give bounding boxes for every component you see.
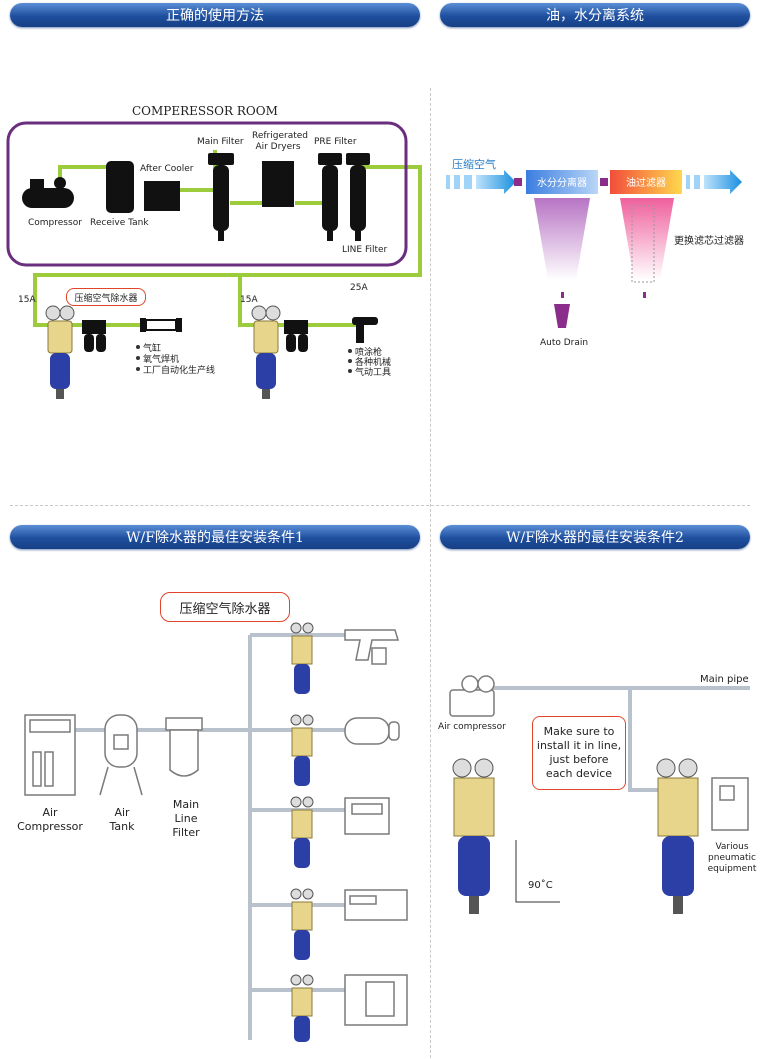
oil-filter-block [610,170,682,194]
refrigerated-dryer-icon [262,161,294,207]
label-water-separator: 水分分离器 [537,178,587,189]
spray-gun-icon [344,629,400,665]
pneumatic-equipment-icon [711,777,749,831]
water-separator-icon [452,758,495,914]
section-header-condition-1: W/F除水器的最佳安装条件1 [10,525,420,549]
label-air-compressor: Air [42,806,58,819]
after-cooler-icon [144,181,180,211]
compressor-room-box [6,121,408,267]
water-separator-block [526,170,598,194]
compressor-room-diagram [6,121,422,399]
line-filter-icon [346,153,370,241]
receive-tank-icon [106,161,134,213]
water-separator-icon [290,974,314,1042]
generator-icon [344,974,408,1026]
pipe-size-mid: 15A [240,295,258,305]
left-list-item: 氧气焊机 [143,355,180,365]
label-air-tank: Air [114,806,130,819]
pipe-size-left: 15A [18,295,36,305]
label-pre-filter: PRE Filter [314,137,357,147]
spray-gun-icon [352,317,378,343]
section-header-usage: 正确的使用方法 [10,3,420,27]
label-compressor: Compressor [28,218,82,228]
label-main-line-filter: Main [172,798,200,811]
water-separator-icon [45,305,75,399]
panel-device-icon [344,889,408,921]
label-air-compressor-2: Air compressor [438,722,506,732]
auto-drain-icon [554,304,570,328]
label-after-cooler: After Cooler [140,164,194,174]
main-filter-icon [208,153,234,241]
callout-line: each device [545,767,613,780]
right-list-item: 各种机械 [355,358,392,368]
label-various-equipment: pneumatic [708,853,756,863]
label-main-line-filter: Filter [172,826,200,839]
section-header-condition-2: W/F除水器的最佳安装条件2 [440,525,750,549]
separator-callout-large: 压缩空气除水器 [160,592,290,622]
left-list-item: 工厂自动化生产线 [143,366,216,376]
label-oil-filter: 油过滤器 [626,178,666,189]
label-various-equipment: equipment [707,864,757,874]
callout-line: just before [549,753,609,766]
water-separator-icon [290,888,314,960]
label-compressed-air: 压缩空气 [452,158,496,171]
label-main-filter: Main Filter [197,137,244,147]
water-separator-icon [251,305,281,399]
label-main-pipe: Main pipe [700,674,749,685]
cylinder-icon [140,318,182,332]
water-separator-icon [290,622,314,694]
room-title: COMPERESSOR ROOM [132,104,278,118]
label-air-tank: Tank [109,820,135,833]
installation-condition-1-diagram [24,622,408,1042]
compressor-icon [22,177,74,208]
vertical-divider [430,88,431,1058]
install-inline-callout: Make sure to install it in line, just be… [532,716,626,790]
water-separator-icon [290,796,314,868]
label-air-compressor: Compressor [17,820,83,833]
section-header-separation: 油，水分离系统 [440,3,750,27]
angle-marker [515,840,560,903]
right-list-item: 气动工具 [355,368,392,378]
label-auto-drain: Auto Drain [540,338,589,348]
label-dryer-line1: Refrigerated [252,131,308,141]
main-line-filter-icon [165,717,203,777]
left-list-item: 气缸 [143,344,162,354]
machine-icon [344,717,400,745]
horizontal-divider [10,505,750,506]
air-tank-icon [99,714,143,796]
separation-system-diagram [446,170,742,328]
water-separator-icon [290,714,314,786]
label-line-filter: LINE Filter [342,245,388,255]
label-various-equipment: Various [715,842,749,852]
installation-condition-2-diagram [449,675,750,914]
label-main-line-filter: Line [174,812,198,825]
label-receive-tank: Receive Tank [90,218,149,228]
water-separator-icon [656,758,699,914]
control-unit-icon [344,797,390,835]
regulator-icon [284,320,308,352]
right-list-item: 喷涂枪 [355,348,383,358]
label-replace-filter: 更换滤芯过滤器 [674,236,744,247]
regulator-icon [82,320,106,352]
callout-line: Make sure to [543,725,615,738]
pre-filter-icon [318,153,342,241]
pipe-size-main: 25A [350,283,368,293]
label-angle: 90˚C [528,880,553,891]
label-dryer-line2: Air Dryers [255,142,301,152]
callout-line: install it in line, [536,739,622,752]
air-compressor-icon [24,714,76,796]
air-compressor-icon [449,675,495,717]
separator-callout: 压缩空气除水器 [66,288,146,306]
